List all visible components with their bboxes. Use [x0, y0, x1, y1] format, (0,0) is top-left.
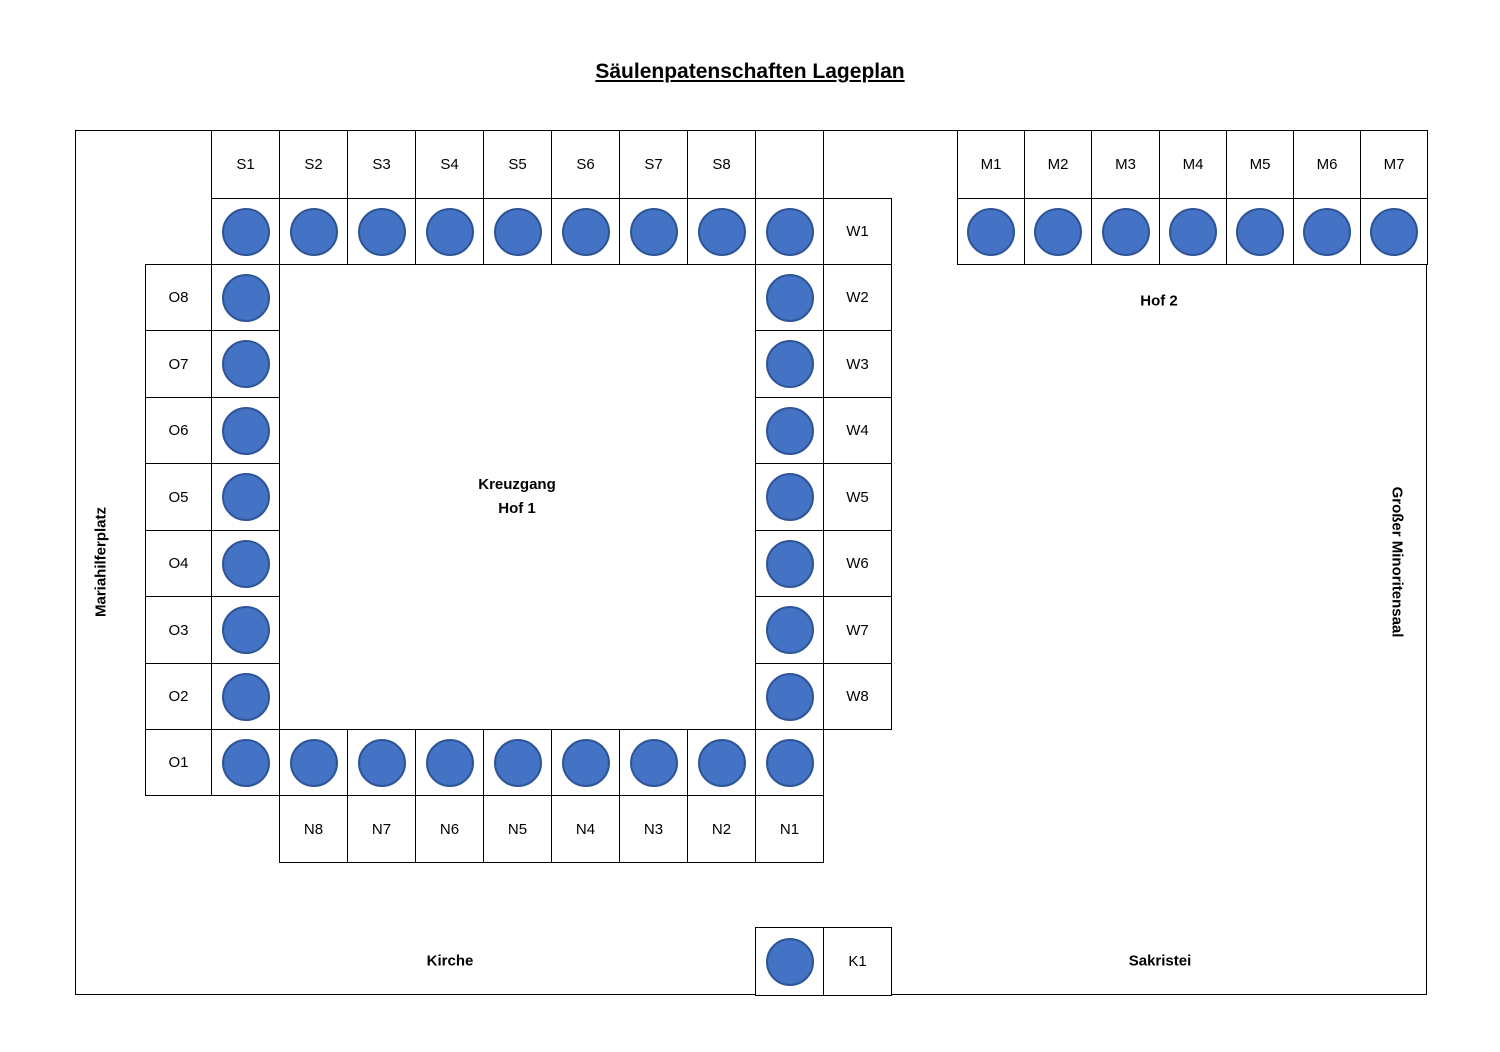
area-label-mariahilferplatz: Mariahilferplatz: [92, 506, 110, 618]
pillar-label-K1: K1: [823, 927, 892, 996]
plan-title: Säulenpatenschaften Lageplan: [595, 60, 905, 83]
pillar-label-S3: S3: [347, 130, 416, 199]
pillar-label-N8: N8: [279, 795, 348, 863]
pillar-O3: [221, 606, 270, 654]
pillar-W2: [765, 273, 814, 322]
pillar-label-W8: W8: [823, 663, 892, 730]
pillar-N4: [561, 738, 610, 787]
pillar-label-N6: N6: [415, 795, 484, 863]
pillar-label-N5: N5: [483, 795, 552, 863]
pillar-label-S6: S6: [551, 130, 620, 199]
pillar-O4: [221, 539, 270, 588]
pillar-label-O8: O8: [145, 264, 212, 331]
area-label-sakristei: Sakristei: [1128, 952, 1192, 970]
pillar-W3: [765, 340, 814, 388]
pillar-label-O1: O1: [145, 729, 212, 796]
pillar-label-S4: S4: [415, 130, 484, 199]
courtyard-label-line2: Hof 1: [498, 500, 536, 517]
pillar-O7: [221, 340, 270, 388]
pillar-label-O7: O7: [145, 330, 212, 398]
pillar-label-W4: W4: [823, 397, 892, 464]
pillar-W7: [765, 606, 814, 654]
pillar-S5: [493, 207, 542, 256]
pillar-label-W5: W5: [823, 463, 892, 531]
pillar-label-W7: W7: [823, 596, 892, 664]
area-label-kirche: Kirche: [426, 952, 474, 970]
pillar-O8: [221, 273, 270, 322]
pillar-M2: [1034, 207, 1082, 256]
pillar-S2: [289, 207, 338, 256]
pillar-label-S8: S8: [687, 130, 756, 199]
pillar-label-M5: M5: [1226, 130, 1294, 199]
pillar-M4: [1169, 207, 1217, 256]
pillar-W1: [765, 207, 814, 256]
pillar-W6: [765, 539, 814, 588]
pillar-label-O6: O6: [145, 397, 212, 464]
pillar-O5: [221, 473, 270, 521]
pillar-M6: [1303, 207, 1351, 256]
pillar-N7: [357, 738, 406, 787]
pillar-label-W2: W2: [823, 264, 892, 331]
pillar-label-O5: O5: [145, 463, 212, 531]
pillar-O2: [221, 672, 270, 721]
pillar-label-W1: W1: [823, 198, 892, 265]
pillar-label-N4: N4: [551, 795, 620, 863]
pillar-N3: [629, 738, 678, 787]
pillar-S4: [425, 207, 474, 256]
pillar-O1: [221, 738, 270, 787]
pillar-label-N1: N1: [755, 795, 824, 863]
pillar-label-M7: M7: [1360, 130, 1428, 199]
pillar-label-O3: O3: [145, 596, 212, 664]
pillar-label-O2: O2: [145, 663, 212, 730]
pillar-M1: [967, 207, 1015, 256]
pillar-label-S7: S7: [619, 130, 688, 199]
courtyard-label-line1: Kreuzgang: [478, 476, 556, 493]
area-label-hof2: Hof 2: [1140, 292, 1178, 310]
pillar-S3: [357, 207, 406, 256]
pillar-S8: [697, 207, 746, 256]
pillar-N5: [493, 738, 542, 787]
courtyard-label: Kreuzgang Hof 1: [478, 473, 556, 521]
area-label-grosser-minoritensaal: Großer Minoritensaal: [1388, 486, 1406, 638]
pillar-M5: [1236, 207, 1284, 256]
pillar-N8: [289, 738, 338, 787]
pillar-label-M4: M4: [1159, 130, 1227, 199]
pillar-label-S1: S1: [211, 130, 280, 199]
pillar-M3: [1101, 207, 1150, 256]
pillar-M7: [1370, 207, 1418, 256]
pillar-label-O4: O4: [145, 530, 212, 597]
pillar-N1: [765, 738, 814, 787]
pillar-W4: [765, 406, 814, 455]
pillar-W8: [765, 672, 814, 721]
pillar-label-W6: W6: [823, 530, 892, 597]
pillar-N6: [425, 738, 474, 787]
pillar-label-S2: S2: [279, 130, 348, 199]
pillar-label-W3: W3: [823, 330, 892, 398]
pillar-label-M6: M6: [1293, 130, 1361, 199]
pillar-S1: [221, 207, 270, 256]
pillar-S6: [561, 207, 610, 256]
pillar-label-S5: S5: [483, 130, 552, 199]
pillar-W5: [765, 473, 814, 521]
pillar-label-M2: M2: [1024, 130, 1092, 199]
empty-cell: [755, 130, 824, 199]
pillar-S7: [629, 207, 678, 256]
pillar-label-N7: N7: [347, 795, 416, 863]
pillar-label-N3: N3: [619, 795, 688, 863]
pillar-label-M3: M3: [1091, 130, 1160, 199]
pillar-K1: [765, 937, 814, 986]
pillar-label-N2: N2: [687, 795, 756, 863]
pillar-O6: [221, 406, 270, 455]
pillar-label-M1: M1: [957, 130, 1025, 199]
pillar-N2: [697, 738, 746, 787]
